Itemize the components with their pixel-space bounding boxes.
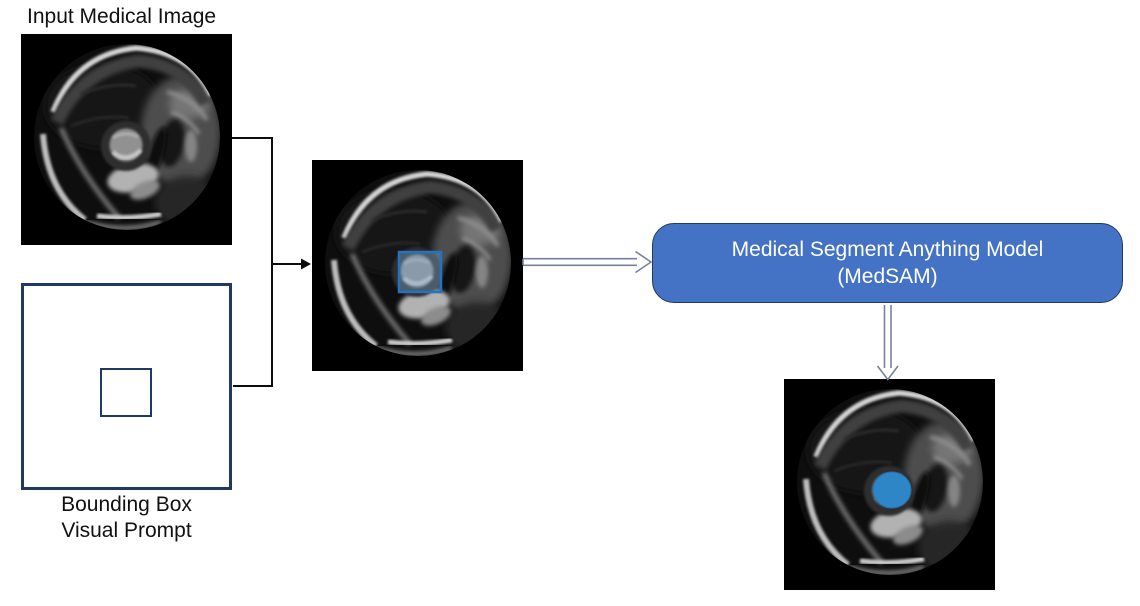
bounding-box-prompt-inner-square [100, 368, 152, 417]
prompt-label: Bounding Box Visual Prompt [21, 492, 232, 544]
segmentation-mask [872, 471, 912, 509]
bounding-box-prompt [21, 283, 232, 490]
hollow-arrow-to-output [876, 305, 899, 381]
segmented-output-image [784, 379, 995, 590]
medsam-model-box: Medical Segment Anything Model (MedSAM) [652, 223, 1123, 303]
bounding-box-overlay [397, 250, 443, 294]
hollow-arrow-to-medsam [522, 250, 653, 274]
medsam-label-line1: Medical Segment Anything Model [731, 238, 1044, 261]
input-medical-image [21, 34, 232, 245]
prompt-label-line1: Bounding Box [61, 493, 192, 516]
medsam-label-line2: (MedSAM) [837, 265, 938, 288]
elbow-connector [232, 137, 273, 387]
input-image-label: Input Medical Image [27, 5, 217, 28]
prompt-label-line2: Visual Prompt [61, 519, 192, 542]
prompted-medical-image [312, 160, 523, 371]
arrowhead-to-prompted-image [301, 258, 311, 270]
